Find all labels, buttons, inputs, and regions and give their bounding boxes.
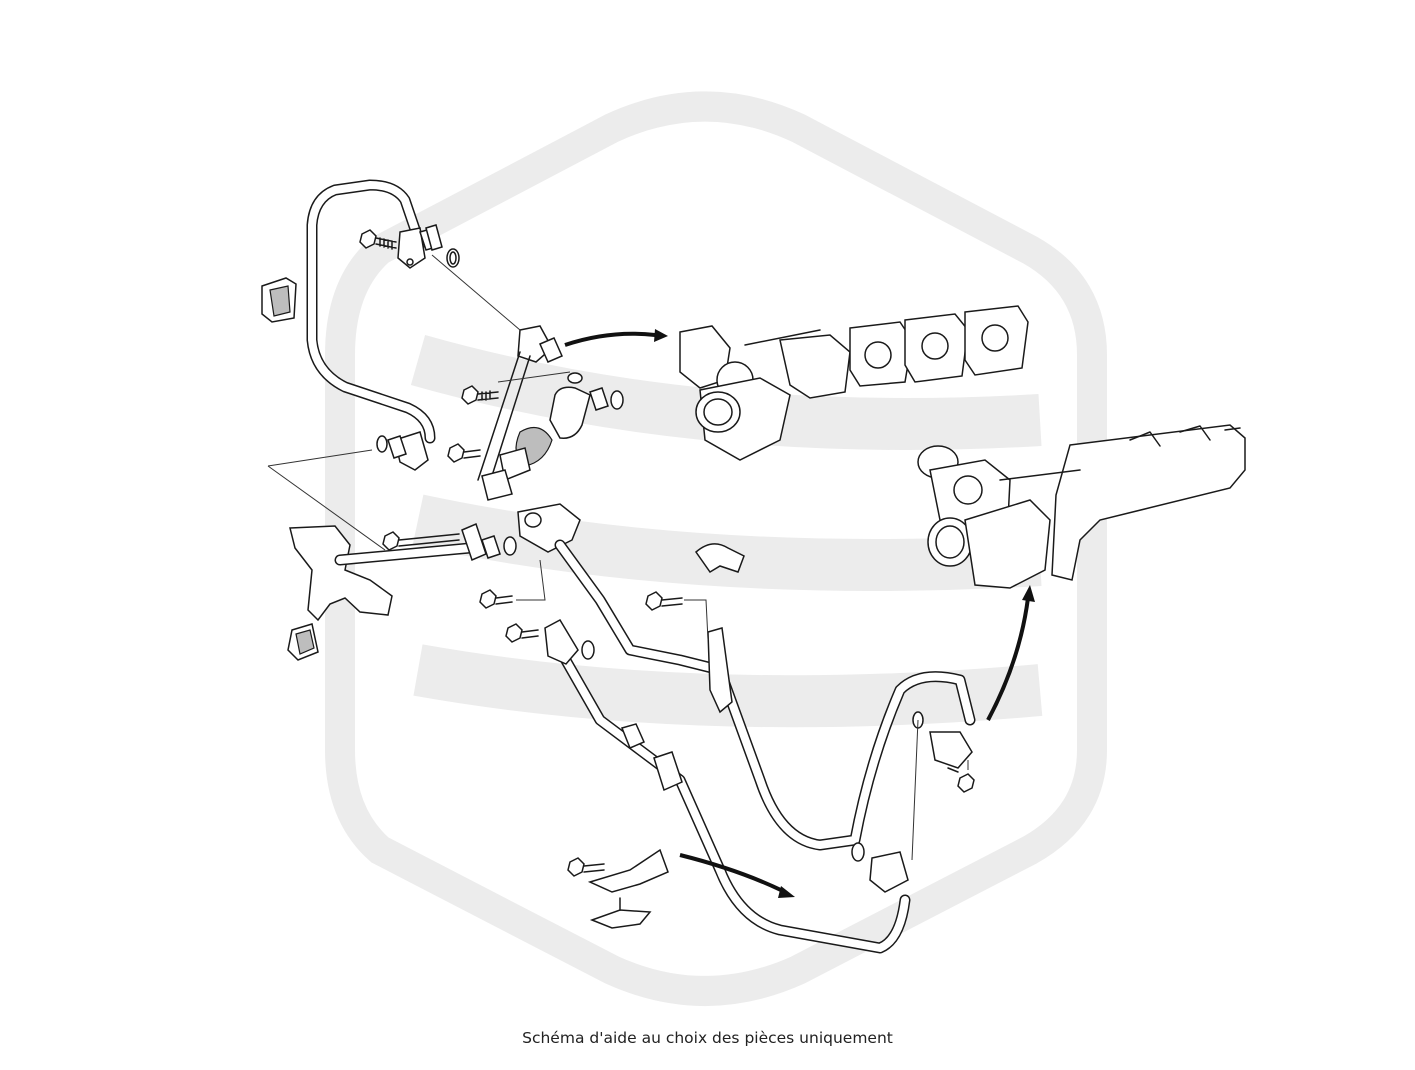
- bolt-upper-2: [461, 385, 499, 405]
- leader-lines: [267, 254, 969, 861]
- support-brackets: [587, 848, 669, 929]
- diagram-caption: Schéma d'aide au choix des pièces unique…: [522, 1029, 893, 1047]
- direction-arrow-right: [986, 585, 1035, 721]
- direction-arrow-upper: [564, 329, 668, 347]
- pipe-clip: [694, 543, 745, 574]
- bolt-lower-3: [645, 591, 683, 611]
- direction-arrow-lower: [679, 853, 795, 898]
- bolt-upper-3: [447, 443, 481, 463]
- turbocharger-upper: [679, 305, 1029, 461]
- bolt-lower-2: [505, 623, 539, 643]
- coolant-junction-fitting: [287, 522, 517, 661]
- bolt-upper-1: [359, 229, 397, 250]
- bolt-lower-5: [567, 857, 605, 877]
- lower-oil-feed-pipe: [517, 503, 976, 954]
- turbo-oil-feed-fitting: [477, 325, 624, 501]
- bolt-lower-4: [947, 767, 975, 793]
- hose-clamp-left: [261, 277, 297, 323]
- bolt-lower-1: [479, 589, 513, 609]
- upper-oil-return-line: [306, 179, 460, 471]
- turbocharger-lower: [917, 424, 1246, 589]
